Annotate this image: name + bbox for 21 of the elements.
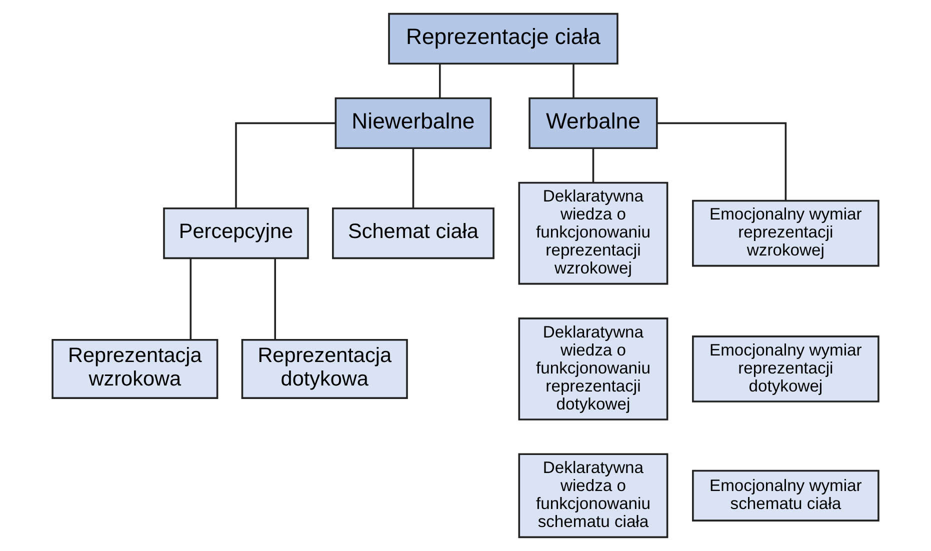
connector [438, 64, 441, 98]
node-box: Deklaratywna wiedza o funkcjonowaniu reprezentacji wzrokowej [518, 182, 668, 285]
node-box: Reprezentacja wzrokowa [52, 338, 218, 399]
connector [190, 258, 192, 340]
connector [572, 64, 574, 98]
node-box: Niewerbalne [334, 97, 492, 150]
node-box: Emocjonalny wymiar reprezentacji wzrokowej [692, 200, 880, 267]
connector [412, 148, 414, 208]
connector [657, 122, 787, 200]
node-box: Schemat ciała [332, 207, 494, 260]
node-box: Deklaratywna wiedza o funkcjonowaniu schematu ciała [518, 453, 668, 538]
connector [235, 122, 336, 208]
connector [592, 148, 594, 182]
node-box: Percepcyjne [163, 207, 309, 260]
node-box: Emocjonalny wymiar reprezentacji dotykowej [692, 336, 880, 402]
connector [274, 258, 276, 340]
node-box: Werbalne [528, 97, 658, 150]
node-box: Emocjonalny wymiar schematu ciała [692, 470, 880, 522]
node-box: Reprezentacja dotykowa [241, 338, 408, 399]
node-box: Deklaratywna wiedza o funkcjonowaniu reprezentacji dotykowej [518, 318, 668, 420]
node-box: Reprezentacje ciała [388, 12, 618, 65]
